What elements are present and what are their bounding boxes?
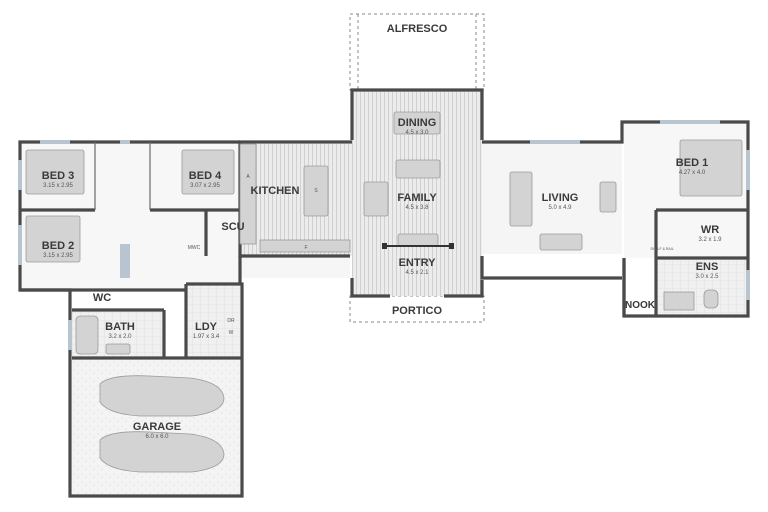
- room-size-family: 4.5 x 3.8: [405, 205, 429, 211]
- room-name-bed1: BED 1: [676, 157, 708, 169]
- room-size-wr: 3.2 x 1.9: [698, 237, 722, 243]
- room-size-garage: 6.0 x 6.0: [145, 434, 169, 440]
- fixture-scu-mwc: MWC: [188, 245, 201, 251]
- fixture-fridge-f: F: [304, 245, 307, 251]
- room-size-ldy: 1.97 x 3.4: [193, 334, 220, 340]
- room-name-bed3: BED 3: [42, 170, 74, 182]
- room-name-wc: WC: [93, 292, 111, 304]
- kitchen-floor: [240, 144, 352, 256]
- room-size-bath: 3.2 x 2.0: [108, 334, 132, 340]
- room-name-bed2: BED 2: [42, 240, 74, 252]
- room-size-bed3: 3.15 x 2.95: [43, 183, 73, 189]
- room-name-garage: GARAGE: [133, 421, 181, 433]
- room-name-kitchen: KITCHEN: [251, 185, 300, 197]
- room-size-bed4: 3.07 x 2.95: [190, 183, 220, 189]
- room-name-bed4: BED 4: [189, 170, 222, 182]
- ldy-floor: [186, 284, 240, 358]
- room-size-bed2: 3.15 x 2.95: [43, 253, 73, 259]
- room-name-wr: WR: [701, 224, 719, 236]
- room-name-ens: ENS: [696, 261, 719, 273]
- fixture-wr-note: SHELF & RAIL: [650, 247, 673, 251]
- entry-door: [382, 243, 454, 249]
- interior-walls: [20, 142, 748, 360]
- fixture-ldy-dr: DR: [227, 318, 235, 324]
- room-size-ens: 3.0 x 2.5: [695, 274, 719, 280]
- fixture-kitchen-a: A: [246, 174, 250, 180]
- room-size-living: 5.0 x 4.9: [548, 205, 572, 211]
- room-name-ldy: LDY: [195, 321, 218, 333]
- fixture-ldy-w: W: [229, 330, 234, 336]
- room-size-dining: 4.5 x 3.0: [405, 130, 429, 136]
- room-name-bath: BATH: [105, 321, 135, 333]
- room-name-dining: DINING: [398, 117, 437, 129]
- room-size-bed1: 4.27 x 4.0: [679, 170, 706, 176]
- room-name-alfresco: ALFRESCO: [387, 23, 448, 35]
- furniture: [25, 111, 743, 473]
- room-size-entry: 4.5 x 2.1: [405, 270, 429, 276]
- room-name-scu: SCU: [221, 221, 244, 233]
- room-name-living: LIVING: [542, 192, 579, 204]
- room-name-portico: PORTICO: [392, 305, 443, 317]
- room-name-entry: ENTRY: [399, 257, 437, 269]
- room-name-nook: NOOK: [625, 300, 656, 311]
- room-name-family: FAMILY: [397, 192, 437, 204]
- windows: [18, 120, 750, 350]
- hall-floor: [240, 256, 350, 278]
- fixture-island-s: S: [314, 188, 318, 194]
